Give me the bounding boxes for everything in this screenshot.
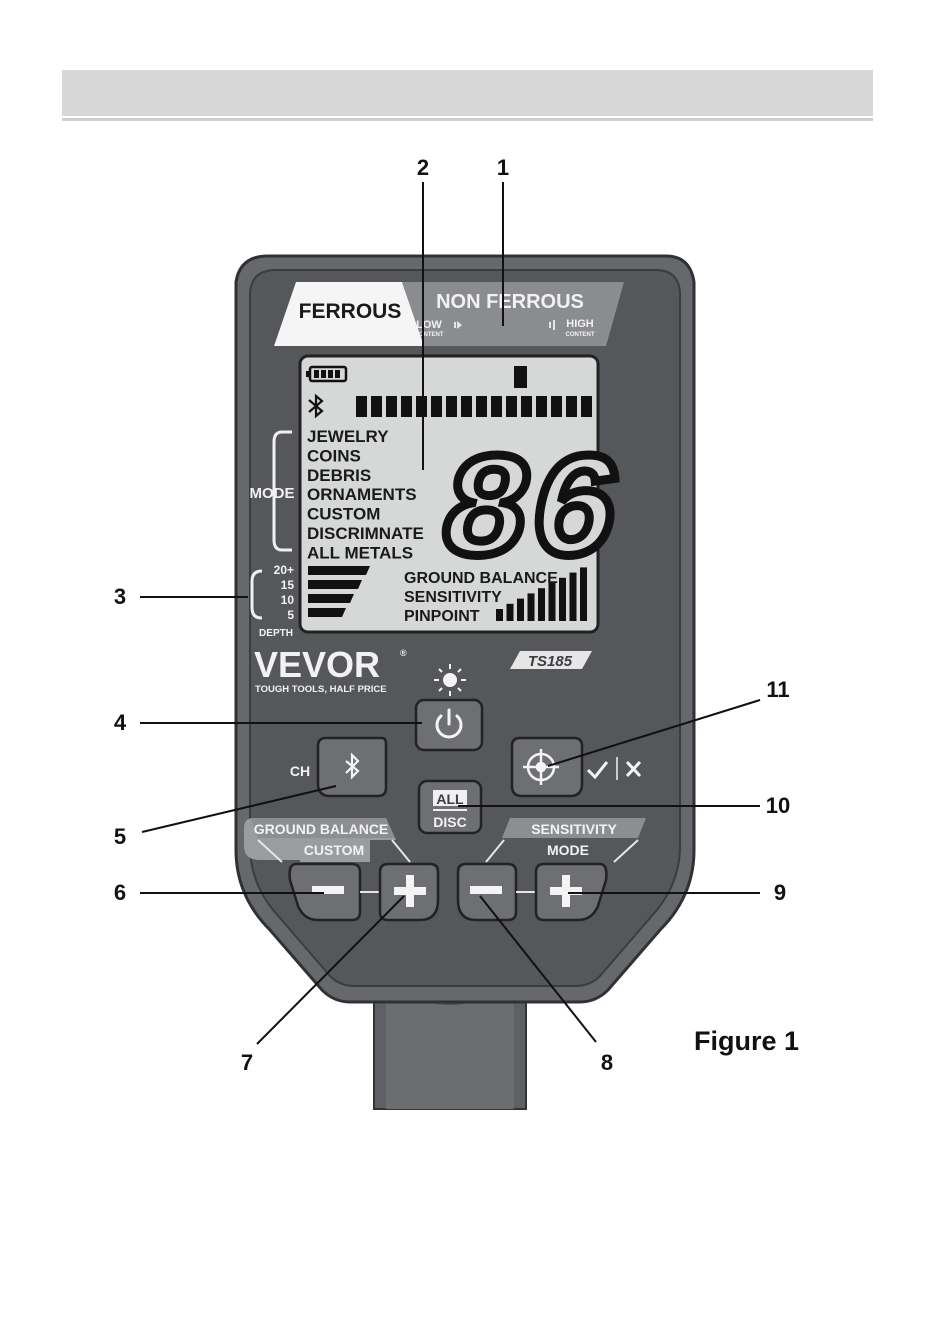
callout-1: 1	[497, 155, 509, 180]
signal-segment	[551, 396, 562, 417]
callout-11: 11	[766, 677, 789, 702]
minus-icon	[470, 886, 502, 894]
depth-value: 5	[287, 608, 294, 622]
callout-4: 4	[114, 710, 127, 735]
low-content-sub: CONTENT	[415, 332, 444, 338]
high-content-sub: CONTENT	[566, 332, 595, 338]
brand-name: VEVOR	[254, 644, 380, 685]
ferrous-label: FERROUS	[299, 300, 402, 323]
signal-segment	[401, 396, 412, 417]
target-indicator-segment	[514, 366, 527, 388]
level-bar	[507, 604, 514, 621]
mode-item: ALL METALS	[307, 543, 413, 562]
signal-segment	[476, 396, 487, 417]
callout-2: 2	[417, 155, 429, 180]
mode-item: ORNAMENTS	[307, 485, 417, 504]
pinpoint-button[interactable]	[512, 738, 582, 796]
signal-segment	[461, 396, 472, 417]
custom-label: CUSTOM	[304, 842, 364, 858]
depth-label: DEPTH	[259, 628, 293, 639]
mode-label: MODE	[250, 485, 295, 502]
setting-item: PINPOINT	[404, 608, 480, 625]
signal-segment	[581, 396, 592, 417]
level-bar	[559, 578, 566, 621]
figure-caption: Figure 1	[694, 1026, 799, 1057]
model-label: TS185	[528, 653, 573, 670]
signal-segment	[536, 396, 547, 417]
signal-segment	[416, 396, 427, 417]
signal-segment	[356, 396, 367, 417]
callout-8: 8	[601, 1050, 613, 1075]
level-bar	[528, 593, 535, 621]
mode-item: COINS	[307, 446, 361, 465]
all-label: ALL	[436, 791, 464, 807]
brand-registered: ®	[400, 648, 407, 658]
callout-7: 7	[241, 1050, 253, 1075]
level-bar	[538, 588, 545, 621]
low-content-label: LOW	[416, 319, 442, 331]
signal-segment	[506, 396, 517, 417]
signal-segment	[521, 396, 532, 417]
disc-label: DISC	[433, 814, 466, 830]
callout-5: 5	[114, 824, 126, 849]
ch-label: CH	[290, 763, 310, 779]
signal-segment	[566, 396, 577, 417]
signal-segment	[371, 396, 382, 417]
ground-balance-title: GROUND BALANCE	[254, 821, 389, 837]
high-content-label: HIGH	[566, 318, 594, 330]
level-bar	[517, 599, 524, 621]
setting-item: SENSITIVITY	[404, 589, 502, 606]
mode-item: CUSTOM	[307, 505, 380, 524]
level-bar	[496, 609, 503, 621]
mode-item: DEBRIS	[307, 466, 371, 485]
callout-3: 3	[114, 584, 126, 609]
signal-segment	[446, 396, 457, 417]
depth-value: 10	[281, 593, 295, 607]
signal-segment	[431, 396, 442, 417]
callout-9: 9	[774, 880, 786, 905]
signal-segment	[386, 396, 397, 417]
sensitivity-minus-button[interactable]	[458, 864, 516, 920]
brand-tagline: TOUGH TOOLS, HALF PRICE	[255, 684, 387, 695]
depth-value: 15	[281, 578, 295, 592]
mode-item: JEWELRY	[307, 427, 389, 446]
signal-segment	[491, 396, 502, 417]
setting-item: GROUND BALANCE	[404, 570, 558, 587]
depth-value: 20+	[274, 563, 294, 577]
callout-6: 6	[114, 880, 126, 905]
power-button[interactable]	[416, 700, 482, 750]
mode-sub-label: MODE	[547, 842, 589, 858]
callout-10: 10	[766, 793, 790, 818]
sensitivity-title: SENSITIVITY	[531, 821, 617, 837]
level-bar	[580, 567, 587, 621]
mode-item: DISCRIMNATE	[307, 524, 424, 543]
non-ferrous-label: NON FERROUS	[436, 291, 584, 313]
level-bar	[570, 573, 577, 621]
level-bar	[549, 583, 556, 621]
